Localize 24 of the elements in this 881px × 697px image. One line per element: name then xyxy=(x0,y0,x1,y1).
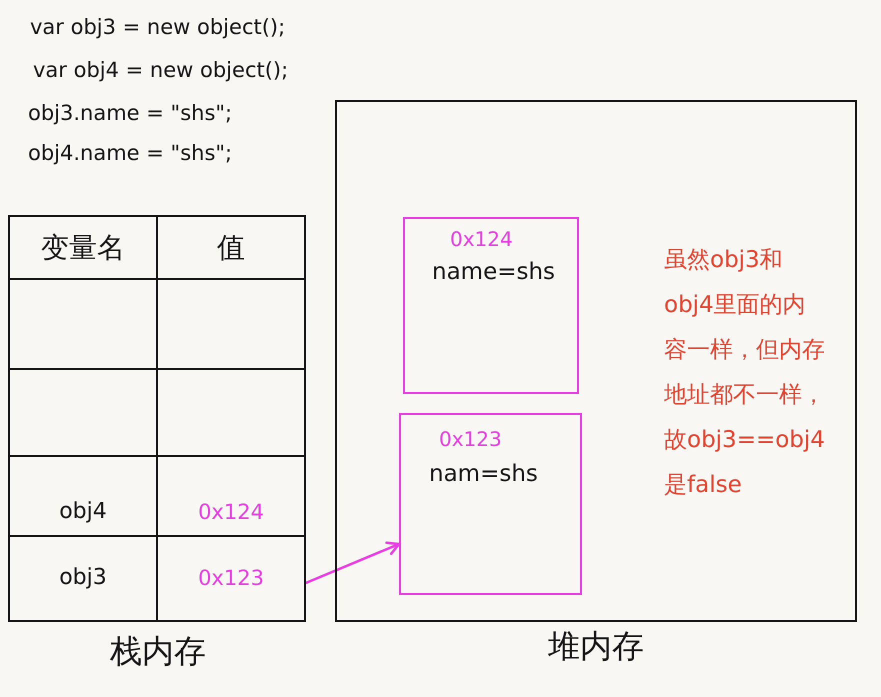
code-line: obj3.name = "shs"; xyxy=(28,100,232,126)
variable-name: obj4 xyxy=(59,498,107,525)
table-cell xyxy=(156,215,306,280)
column-header: 变量名 xyxy=(41,230,125,264)
arrow xyxy=(304,542,400,584)
code-line: obj4.name = "shs"; xyxy=(28,140,232,166)
heap-caption: 堆内存 xyxy=(547,628,645,664)
property-text: name=shs xyxy=(432,259,556,287)
table-cell xyxy=(8,535,158,622)
object-box xyxy=(403,217,579,394)
property-text: nam=shs xyxy=(429,461,538,489)
address-value: 0x124 xyxy=(198,500,264,525)
address-label: 0x124 xyxy=(450,227,513,251)
code-line: var obj3 = new object(); xyxy=(30,14,286,40)
table-cell xyxy=(8,215,158,280)
table-cell xyxy=(156,535,306,622)
column-header: 值 xyxy=(217,230,245,264)
address-value: 0x123 xyxy=(198,566,264,592)
variable-name: obj3 xyxy=(59,565,107,592)
object-box xyxy=(399,413,582,595)
code-line: var obj4 = new object(); xyxy=(33,57,288,84)
address-label: 0x123 xyxy=(439,427,502,451)
note-text: 虽然obj3和obj4里面的内容一样，但内存地址都不一样，故obj3==obj4是false xyxy=(664,246,826,500)
table-caption: 栈内存 xyxy=(109,633,207,669)
